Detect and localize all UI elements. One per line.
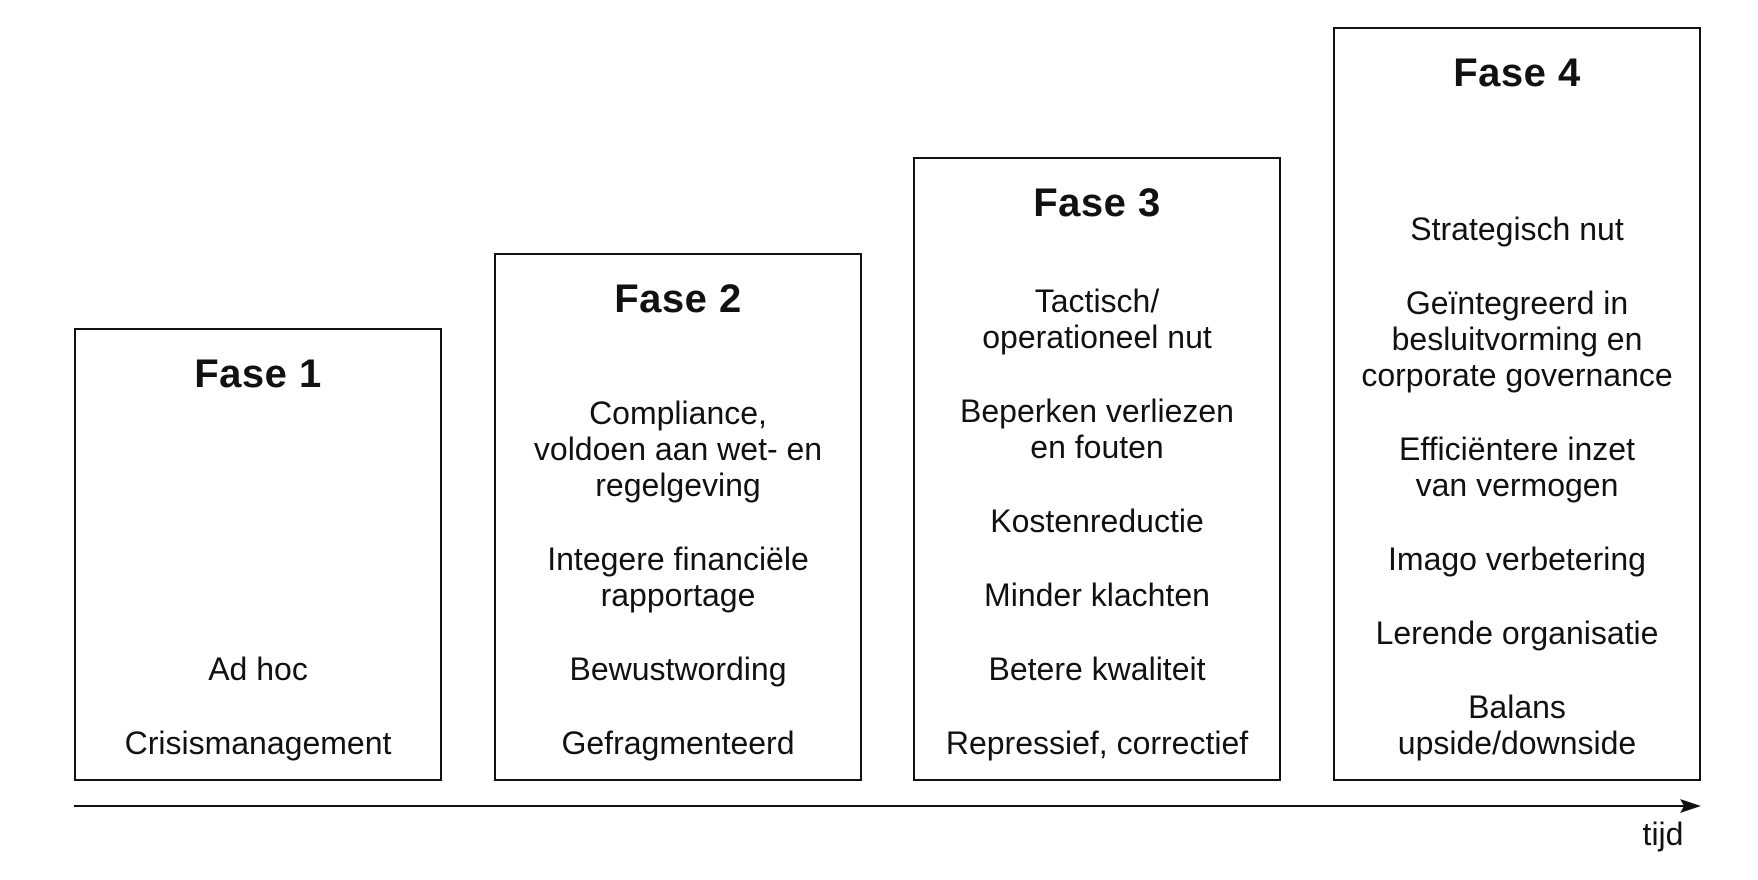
phase-3-box: Fase 3 Tactisch/ operationeel nut Beperk… xyxy=(913,157,1281,781)
time-axis-arrow-icon xyxy=(74,799,1701,813)
phase-3-item: Repressief, correctief xyxy=(945,725,1249,761)
phase-4-item: Lerende organisatie xyxy=(1375,615,1659,651)
phase-2-item: Bewustwording xyxy=(569,651,787,687)
phase-4-box: Fase 4 Strategisch nut Geïntegreerd in b… xyxy=(1333,27,1701,781)
time-axis-label: tijd xyxy=(1642,816,1684,852)
phase-3-item: Minder klachten xyxy=(984,577,1210,613)
phase-4-item: Strategisch nut xyxy=(1410,211,1624,247)
phase-3-item: Beperken verliezen en fouten xyxy=(960,393,1234,465)
phase-2-items: Compliance, voldoen aan wet- en regelgev… xyxy=(496,321,860,779)
phase-4-title: Fase 4 xyxy=(1453,51,1581,95)
phase-3-items: Tactisch/ operationeel nut Beperken verl… xyxy=(915,225,1279,779)
phase-3-item: Kostenreductie xyxy=(990,503,1204,539)
phase-4-item: Imago verbetering xyxy=(1388,541,1646,577)
phase-4-item: Balans upside/downside xyxy=(1397,689,1637,761)
phase-2-box: Fase 2 Compliance, voldoen aan wet- en r… xyxy=(494,253,862,781)
phase-3-title: Fase 3 xyxy=(1033,181,1161,225)
phase-4-item: Efficiëntere inzet van vermogen xyxy=(1399,431,1635,503)
phase-2-item: Compliance, voldoen aan wet- en regelgev… xyxy=(533,395,823,503)
phase-4-item: Geïntegreerd in besluitvorming en corpor… xyxy=(1361,285,1673,393)
phase-2-item: Integere financiële rapportage xyxy=(547,541,809,613)
phase-1-box: Fase 1 Ad hoc Crisismanagement xyxy=(74,328,442,781)
phase-3-item: Betere kwaliteit xyxy=(988,651,1206,687)
phase-4-items: Strategisch nut Geïntegreerd in besluitv… xyxy=(1335,95,1699,779)
phase-2-item: Gefragmenteerd xyxy=(561,725,795,761)
time-axis xyxy=(74,796,1701,824)
phase-3-item: Tactisch/ operationeel nut xyxy=(982,283,1212,355)
phase-1-item: Crisismanagement xyxy=(124,725,392,761)
phase-1-title: Fase 1 xyxy=(194,352,322,396)
phase-2-title: Fase 2 xyxy=(614,277,742,321)
phase-1-item: Ad hoc xyxy=(208,651,308,687)
phase-1-items: Ad hoc Crisismanagement xyxy=(76,396,440,779)
